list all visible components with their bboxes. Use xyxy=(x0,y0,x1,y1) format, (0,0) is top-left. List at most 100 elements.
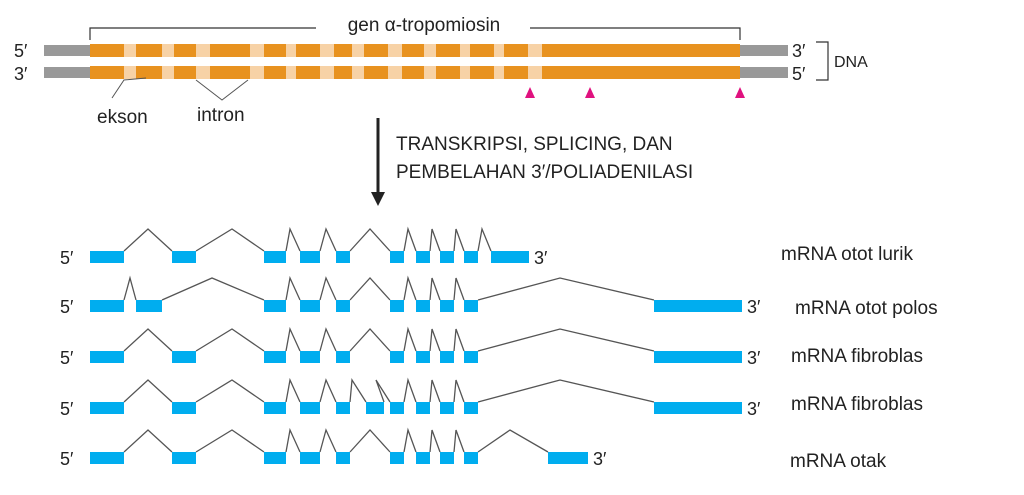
splice-connector xyxy=(477,429,549,453)
mrna-exon xyxy=(654,402,742,414)
splice-connector xyxy=(429,277,441,301)
mrna-exon xyxy=(654,300,742,312)
mrna-exon xyxy=(390,452,404,464)
mrna-exon xyxy=(491,251,529,263)
mrna-exon xyxy=(264,300,286,312)
mrna-exon xyxy=(264,452,286,464)
mrna-3prime: 3′ xyxy=(593,449,607,469)
mrna-5prime: 5′ xyxy=(60,297,74,317)
mrna-exon xyxy=(172,402,196,414)
splice-connector xyxy=(285,377,301,403)
mrna-5prime: 5′ xyxy=(60,399,74,419)
dna-bottom-strand xyxy=(44,66,788,79)
mrna-exon xyxy=(464,300,478,312)
intron-band xyxy=(494,66,504,79)
mrna-exon xyxy=(172,251,196,263)
splice-connector xyxy=(285,326,301,352)
splice-connector xyxy=(453,328,465,352)
mrna-exon xyxy=(416,300,430,312)
mrna-exon xyxy=(336,300,350,312)
mrna-3prime: 3′ xyxy=(747,297,761,317)
splice-connector xyxy=(453,429,465,453)
mrna-exon xyxy=(300,251,320,263)
mrna-3prime: 3′ xyxy=(747,348,761,368)
mrna-row: 5′3′mRNA fibroblas xyxy=(60,326,923,368)
intron-band xyxy=(528,66,542,79)
intron-band xyxy=(424,66,436,79)
mrna-exon xyxy=(390,251,404,263)
mrna-exon xyxy=(440,251,454,263)
mrna-3prime: 3′ xyxy=(534,248,548,268)
splice-connector xyxy=(477,328,655,352)
splice-connector xyxy=(453,277,465,301)
mrna-exon xyxy=(440,452,454,464)
splice-connector xyxy=(453,228,465,252)
intron-band xyxy=(460,66,470,79)
mrna-exon xyxy=(300,300,320,312)
dna-top-5prime: 5′ xyxy=(14,41,28,61)
dna-bottom-3prime: 3′ xyxy=(14,64,28,84)
mrna-exon xyxy=(264,402,286,414)
splice-connector xyxy=(285,427,301,453)
mrna-exon xyxy=(440,351,454,363)
splice-connector xyxy=(349,277,391,301)
splice-connector xyxy=(195,429,265,453)
mrna-exon xyxy=(416,351,430,363)
mrna-3prime: 3′ xyxy=(747,399,761,419)
splice-connector xyxy=(429,228,441,252)
splice-connector xyxy=(477,277,655,301)
mrna-label: mRNA otot polos xyxy=(795,298,938,319)
intron-band xyxy=(352,44,364,57)
mrna-exon xyxy=(90,452,124,464)
dna-top-strand xyxy=(44,44,788,57)
splice-connector xyxy=(319,227,337,252)
mrna-exon xyxy=(90,351,124,363)
mrna-exon xyxy=(366,402,384,414)
splice-connector xyxy=(403,326,417,352)
polya-site-marker xyxy=(735,87,745,98)
mrna-label: mRNA fibroblas xyxy=(791,394,923,415)
intron-band xyxy=(286,66,296,79)
dna-label: DNA xyxy=(834,54,868,71)
mrna-5prime: 5′ xyxy=(60,449,74,469)
splice-connector xyxy=(319,327,337,352)
splice-connector xyxy=(123,228,173,252)
gene-bracket xyxy=(89,27,741,40)
intron-band xyxy=(250,66,264,79)
mrna-exon xyxy=(464,452,478,464)
mrna-row: 5′ 3′ mRNA fibroblas xyxy=(60,377,923,419)
splice-connector xyxy=(375,379,391,403)
intron-band xyxy=(250,44,264,57)
intron-band xyxy=(124,44,136,57)
exon-pointer xyxy=(111,77,147,99)
splice-connector xyxy=(403,275,417,301)
polya-site-marker xyxy=(525,87,535,98)
splice-connector xyxy=(349,228,391,252)
mrna-exon xyxy=(464,351,478,363)
splice-connector xyxy=(285,226,301,252)
mrna-exon xyxy=(464,251,478,263)
intron-band xyxy=(388,66,402,79)
process-arrow-head xyxy=(371,192,385,206)
mrna-rows: 5′ 3′ mRNA otot lurik 5′ 3′ mRNA otot polos 5′… xyxy=(60,226,938,472)
mrna-5prime: 5′ xyxy=(60,248,74,268)
intron-band xyxy=(196,66,210,79)
mrna-exon xyxy=(416,452,430,464)
splice-connector xyxy=(123,275,137,301)
mrna-exon xyxy=(390,402,404,414)
splice-connector xyxy=(319,276,337,301)
splice-connector xyxy=(403,427,417,453)
intron-bands xyxy=(124,44,542,79)
splice-connector xyxy=(403,226,417,252)
splice-connector xyxy=(123,429,173,453)
intron-band xyxy=(388,44,402,57)
splice-connector xyxy=(477,379,655,403)
mrna-exon xyxy=(90,402,124,414)
splice-connector xyxy=(195,379,265,403)
mrna-label: mRNA otot lurik xyxy=(781,244,913,265)
intron-band xyxy=(320,44,334,57)
mrna-exon xyxy=(172,351,196,363)
mrna-label: mRNA otak xyxy=(790,451,887,472)
polya-site-marker xyxy=(585,87,595,98)
mrna-exon xyxy=(264,251,286,263)
